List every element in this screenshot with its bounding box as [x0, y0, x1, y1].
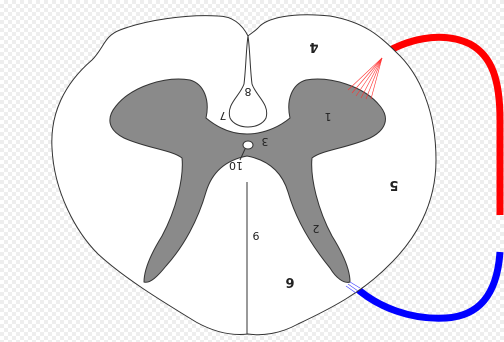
label-2: 2 [313, 222, 320, 235]
label-3: 3 [262, 135, 269, 148]
label-5: 5 [389, 177, 398, 192]
white-matter-outline [52, 15, 436, 335]
label-6: 6 [285, 274, 294, 289]
label-10: 10 [229, 159, 243, 172]
label-4: 4 [309, 39, 318, 54]
label-9: 9 [253, 229, 260, 242]
label-1: 1 [325, 110, 332, 123]
label-8: 8 [245, 85, 252, 98]
central-canal [243, 141, 253, 149]
label-7: 7 [220, 109, 227, 122]
